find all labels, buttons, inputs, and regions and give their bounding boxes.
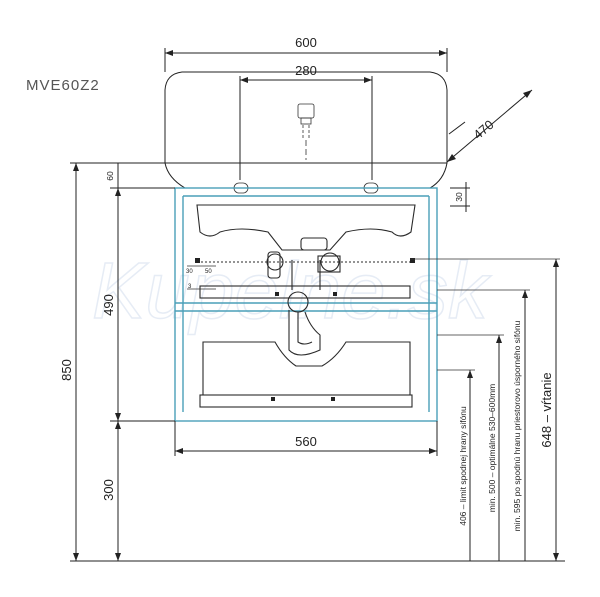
dim-sink-rim: 60 [105, 163, 119, 188]
cabinet-outline [174, 187, 438, 422]
model-code: MVE60Z2 [26, 77, 100, 94]
siphon-optimum-dim: min. 500 – optimálne 530–600mm [437, 334, 504, 561]
drill-height-dim: 648 – vŕtanie [539, 259, 559, 561]
dim-total-height: 850 [59, 163, 79, 561]
dim-floor-gap: 300 [101, 421, 121, 561]
offset-a-label: 30 [186, 269, 193, 275]
siphon-limit-note: 406 – limit spodnej hrany sifónu [458, 406, 468, 526]
dim-tap-spacing: 280 [239, 63, 373, 180]
sink-rim-label: 60 [105, 171, 115, 181]
dim-sink-edge: 30 [450, 182, 470, 212]
siphon-limit-dim: 406 – limit spodnej hrany sifónu [437, 369, 475, 561]
sink-outline [164, 71, 448, 194]
offset-b-label: 50 [205, 269, 212, 275]
siphon-optimum-note: min. 500 – optimálne 530–600mm [487, 384, 497, 513]
sink-edge-label: 30 [454, 192, 464, 202]
faucet-icon [297, 103, 315, 140]
cabinet-height-label: 490 [101, 294, 116, 316]
tap-spacing-label: 280 [295, 63, 317, 78]
drill-height-note: 648 – vŕtanie [539, 372, 554, 447]
dim-sink-depth: 470 [446, 89, 533, 163]
floor-gap-label: 300 [101, 479, 116, 501]
sink-width-label: 600 [295, 35, 317, 50]
siphon-min-dim: min. 595 po spodnú hranu priestorovo úsp… [437, 289, 530, 561]
total-height-label: 850 [59, 359, 74, 381]
dim-sink-width: 600 [164, 35, 448, 72]
upper-drawer: 30 50 3 [186, 204, 416, 299]
dim-cabinet-height: 490 [101, 188, 121, 421]
offset-c-label: 3 [188, 284, 192, 290]
siphon-min-note: min. 595 po spodnú hranu priestorovo úsp… [512, 320, 522, 531]
siphon-icon [266, 237, 341, 356]
dim-cabinet-width: 560 [174, 421, 438, 456]
lower-drawer [199, 341, 413, 408]
cabinet-width-label: 560 [295, 434, 317, 449]
